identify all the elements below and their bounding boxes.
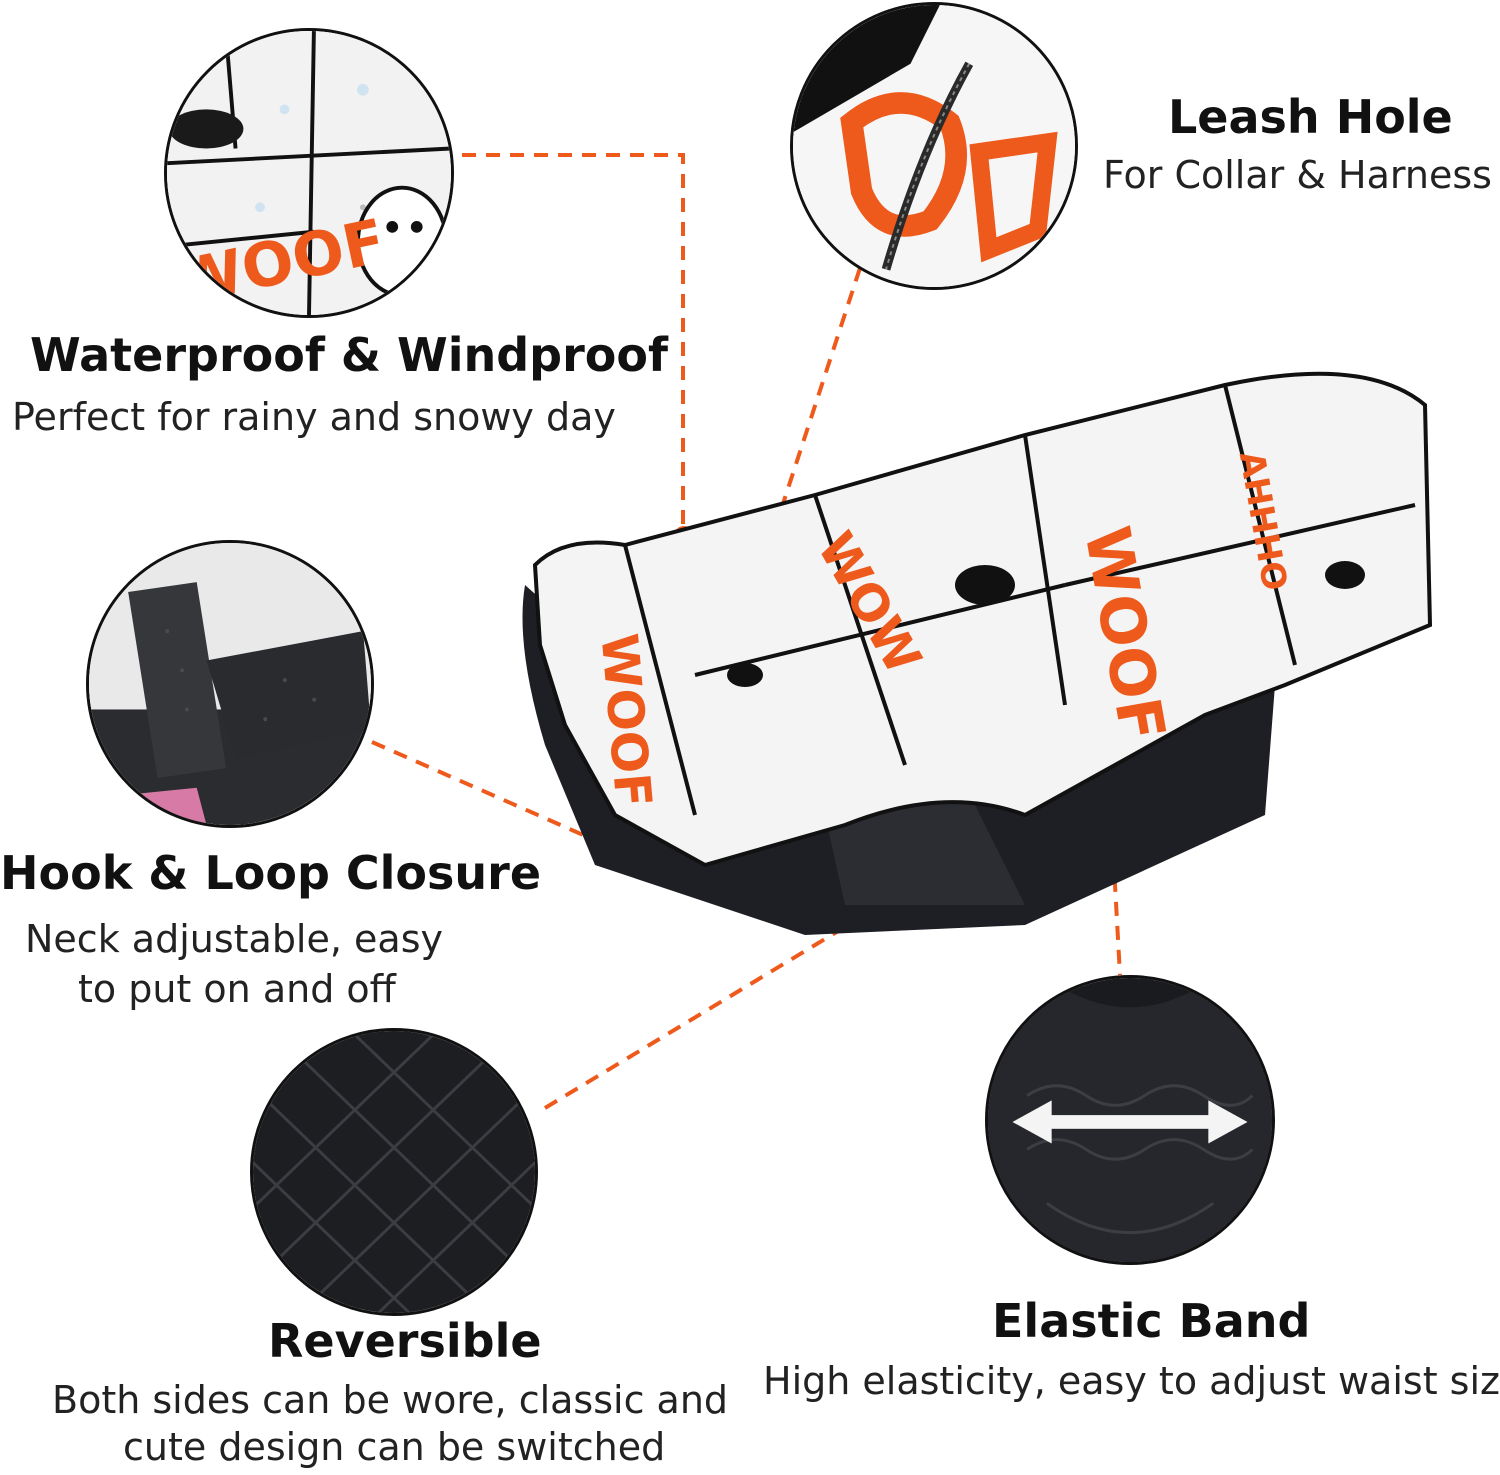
reversible-detail-image: [250, 1028, 538, 1316]
leash-hole-detail-image: [790, 2, 1078, 290]
reversible-subtitle-line1: Both sides can be wore, classic and: [52, 1378, 729, 1422]
waterproof-detail-image: WOOF: [164, 28, 454, 318]
reversible-title: Reversible: [268, 1314, 542, 1368]
reversible-subtitle-line2: cute design can be switched: [123, 1425, 666, 1469]
leash-title: Leash Hole: [1168, 90, 1453, 144]
elastic-subtitle: High elasticity, easy to adjust waist si…: [763, 1359, 1500, 1403]
waterproof-title: Waterproof & Windproof: [30, 328, 669, 382]
hook-title: Hook & Loop Closure: [0, 846, 542, 900]
elastic-title: Elastic Band: [992, 1294, 1311, 1348]
elastic-band-detail-image: [985, 975, 1275, 1265]
dog-coat-image: WOOF WOW WOOF AHHHO: [522, 371, 1433, 935]
waterproof-subtitle: Perfect for rainy and snowy day: [12, 395, 616, 439]
hook-subtitle-line2: to put on and off: [78, 967, 396, 1011]
hook-loop-detail-image: [86, 540, 374, 828]
leash-subtitle: For Collar & Harness: [1103, 153, 1492, 197]
hook-subtitle-line1: Neck adjustable, easy: [25, 917, 443, 961]
